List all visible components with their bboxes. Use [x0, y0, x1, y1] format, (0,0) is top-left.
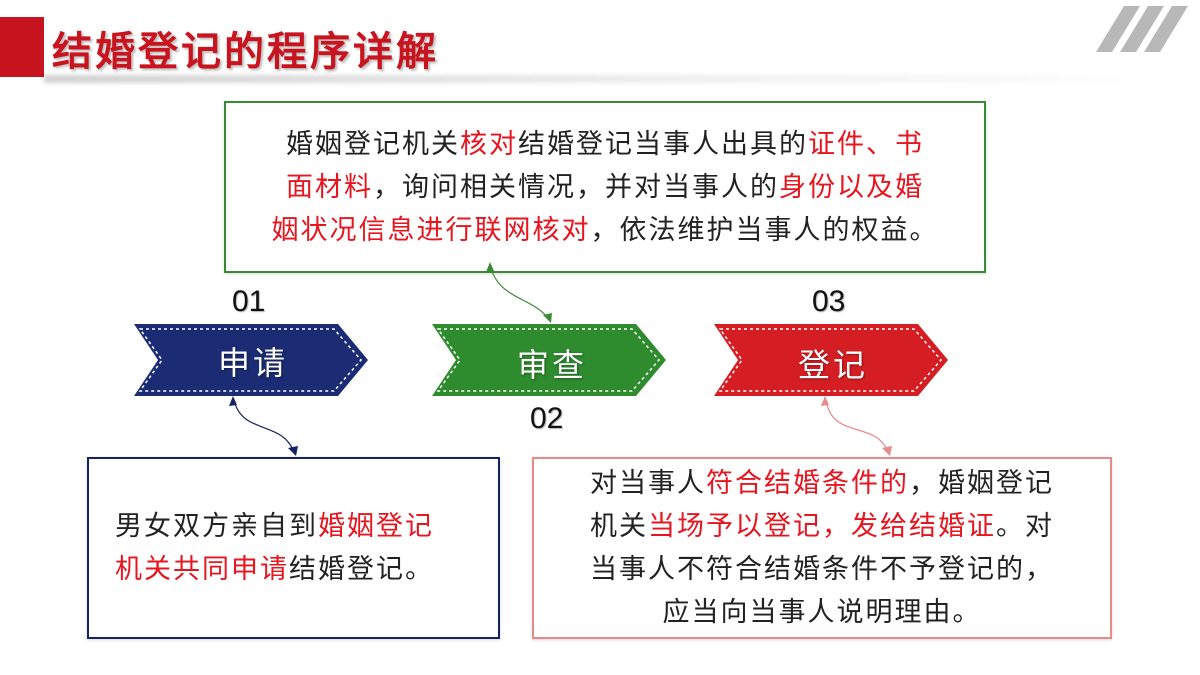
page-title: 结婚登记的程序详解 — [52, 29, 439, 75]
register-text-segment: 当事人不符合结婚条件不予登记的， — [590, 554, 1054, 585]
apply-highlight: 婚姻登记 — [318, 511, 434, 542]
apply-text-segment: 男女双方亲自到 — [115, 511, 318, 542]
apply-description-box: 男女双方亲自到婚姻登记 机关共同申请结婚登记。 — [87, 457, 500, 639]
step-arrow-register — [714, 324, 948, 396]
register-highlight: 符合结婚条件的 — [706, 468, 909, 499]
register-text-segment: 。对 — [996, 511, 1054, 542]
review-text-segment: 婚姻登记机关 — [286, 128, 460, 160]
apply-description-text: 男女双方亲自到婚姻登记 机关共同申请结婚登记。 — [115, 505, 434, 591]
review-highlight: 姻状况信息进行联网核对 — [271, 214, 591, 246]
step-arrow-review — [432, 324, 666, 396]
corner-stripes-decoration — [1096, 6, 1188, 52]
review-description-box: 婚姻登记机关核对结婚登记当事人出具的证件、书 面材料，询问相关情况，并对当事人的… — [224, 101, 986, 273]
step-label-review: 审查 — [517, 346, 588, 384]
step-number-01: 01 — [232, 285, 266, 318]
title-accent-bar — [0, 17, 44, 77]
register-description-box: 对当事人符合结婚条件的，婚姻登记 机关当场予以登记，发给结婚证。对 当事人不符合… — [532, 457, 1112, 639]
step-number-03: 03 — [812, 285, 846, 318]
review-highlight: 面材料 — [286, 171, 373, 203]
review-highlight: 证件、书 — [808, 128, 924, 160]
review-highlight: 身份以及婚 — [779, 171, 924, 203]
step-arrow-apply — [134, 324, 368, 396]
review-text-segment: 结婚登记当事人出具的 — [518, 128, 808, 160]
apply-highlight: 机关共同申请 — [115, 554, 289, 585]
register-text-segment: 应当向当事人说明理由。 — [662, 597, 982, 628]
register-text-segment: ，婚姻登记 — [909, 468, 1054, 499]
step-number-02: 02 — [530, 402, 564, 435]
review-highlight: 核对 — [460, 128, 518, 160]
register-highlight: 当场予以登记，发给结婚证 — [648, 511, 996, 542]
review-description-text: 婚姻登记机关核对结婚登记当事人出具的证件、书 面材料，询问相关情况，并对当事人的… — [272, 123, 939, 252]
review-text-segment: ，依法维护当事人的权益。 — [590, 214, 939, 246]
register-description-text: 对当事人符合结婚条件的，婚姻登记 机关当场予以登记，发给结婚证。对 当事人不符合… — [590, 462, 1054, 634]
review-text-segment: ，询问相关情况，并对当事人的 — [373, 171, 779, 203]
step-label-register: 登记 — [798, 346, 869, 384]
register-text-segment: 机关 — [590, 511, 648, 542]
apply-text-segment: 结婚登记。 — [289, 554, 434, 585]
step-label-apply: 申请 — [218, 344, 289, 382]
header-divider — [44, 75, 1164, 83]
register-text-segment: 对当事人 — [590, 468, 706, 499]
